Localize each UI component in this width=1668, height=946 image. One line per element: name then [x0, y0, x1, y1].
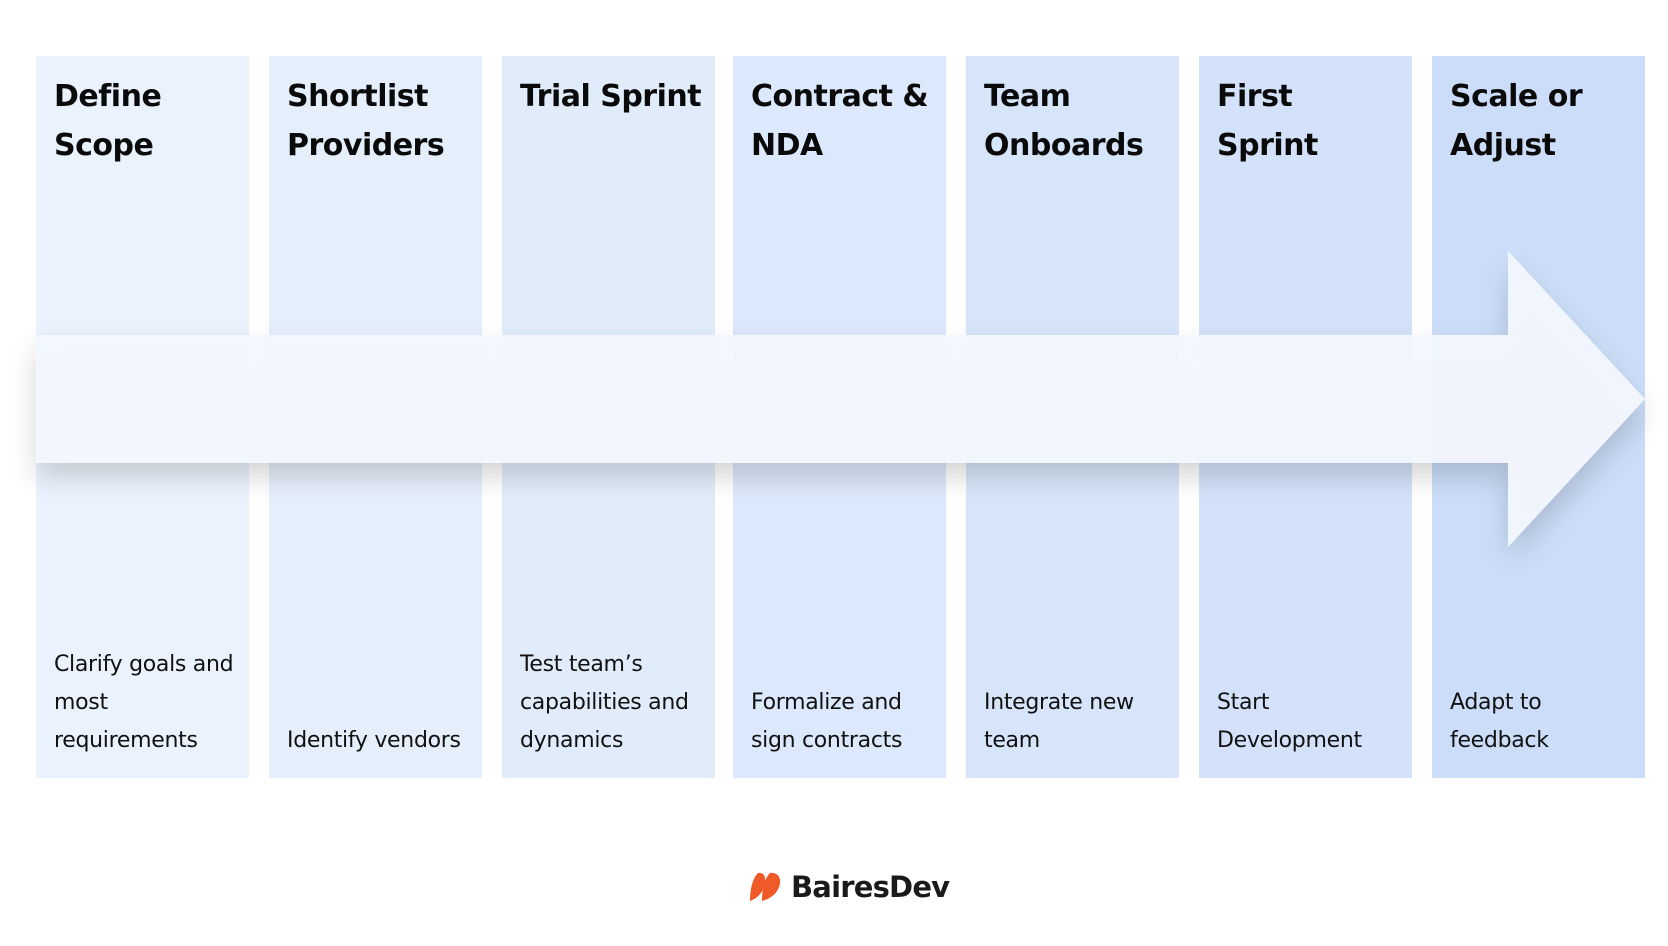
step-title: Scale or Adjust	[1450, 79, 1583, 163]
step-contract-nda: Contract & NDA Formalize and sign contra…	[733, 56, 946, 778]
step-title: Team Onboards	[984, 79, 1144, 163]
step-description: Integrate new team	[984, 690, 1134, 753]
step-title: Contract & NDA	[751, 79, 929, 163]
step-team-onboards: Team Onboards Integrate new team	[966, 56, 1179, 778]
step-title: First Sprint	[1217, 79, 1318, 163]
step-description: Test team’s capabilities and dynamics	[520, 652, 689, 753]
step-description: Identify vendors	[287, 728, 461, 753]
step-title: Define Scope	[54, 79, 162, 163]
step-description: Start Development	[1217, 690, 1362, 753]
step-description: Clarify goals and most requirements	[54, 652, 234, 753]
bairesdev-logo: BairesDev	[747, 867, 950, 907]
step-shortlist-providers: Shortlist Providers Identify vendors	[269, 56, 482, 778]
step-trial-sprint: Trial Sprint Test team’s capabilities an…	[502, 56, 715, 778]
step-scale-or-adjust: Scale or Adjust Adapt to feedback	[1432, 56, 1645, 778]
bairesdev-logo-icon	[750, 872, 781, 901]
step-first-sprint: First Sprint Start Development	[1199, 56, 1412, 778]
step-title: Trial Sprint	[520, 79, 702, 114]
step-description: Adapt to feedback	[1450, 690, 1549, 753]
logo-text: BairesDev	[791, 870, 950, 904]
step-define-scope: Define Scope Clarify goals and most requ…	[36, 56, 249, 778]
step-description: Formalize and sign contracts	[751, 690, 903, 753]
step-title: Shortlist Providers	[287, 79, 445, 163]
